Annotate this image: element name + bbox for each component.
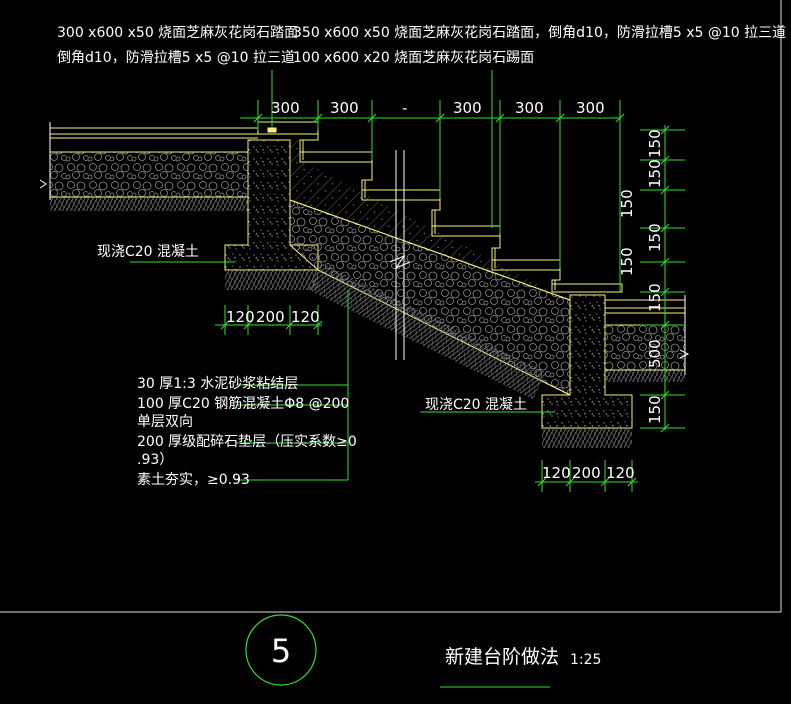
layer-note: 单层双向 [137,414,193,430]
left-platform [39,122,258,211]
right-dim: 500 [646,339,664,368]
bottom-left-dim: 200 [256,308,285,326]
left-footing [224,139,319,290]
detail-number: 5 [271,632,291,670]
detail-title: 新建台阶做法 [445,646,559,668]
right-dim: 150 [646,395,664,424]
top-dim: 300 [576,99,605,117]
bottom-right-dim: 120 [542,464,571,482]
right-dim: 150 [646,129,664,158]
bottom-left-dim: 120 [226,308,255,326]
top-dim: 300 [453,99,482,117]
note-right-line1: 350 x600 x50 烧面芝麻灰花岗石踏面，倒角d10，防滑拉槽5 x5 @… [293,24,786,41]
break-line [389,150,411,360]
layer-note: .93） [137,452,173,468]
dimension-lines [130,70,685,688]
right-dim: 150 [646,159,664,188]
layer-note: 200 厚级配碎石垫层（压实系数≥0 [137,434,357,450]
layer-note: 30 厚1:3 水泥砂浆粘结层 [137,376,298,392]
note-left-line2: 倒角d10，防滑拉槽5 x5 @10 拉三道 [57,49,295,66]
bottom-left-dim: 120 [291,308,320,326]
right-dim: 150 [618,189,636,218]
drawing-frame [0,0,782,613]
right-dim: 150 [646,223,664,252]
concrete-label-left: 现浇C20 混凝土 [97,244,199,260]
bottom-right-dim: 120 [606,464,635,482]
inclined-base [289,140,571,400]
layer-note: 100 厚C20 钢筋混凝土Φ8 @200 [137,395,349,412]
top-dim: 300 [515,99,544,117]
detail-number-circle [245,614,317,686]
concrete-label-right: 现浇C20 混凝土 [425,397,527,413]
right-dim: 150 [618,247,636,276]
bottom-right-dim: 200 [572,464,601,482]
right-dim: 150 [646,283,664,312]
top-dim: - [402,99,407,117]
layer-note: 素土夯实，≥0.93 [137,472,250,488]
detail-scale: 1:25 [570,652,601,668]
top-dim: 300 [271,99,300,117]
note-right-line2: 100 x600 x20 烧面芝麻灰花岗石踢面 [293,50,534,66]
top-dim: 300 [330,99,359,117]
note-left-line1: 300 x600 x50 烧面芝麻灰花岗石踏面 [57,25,298,41]
